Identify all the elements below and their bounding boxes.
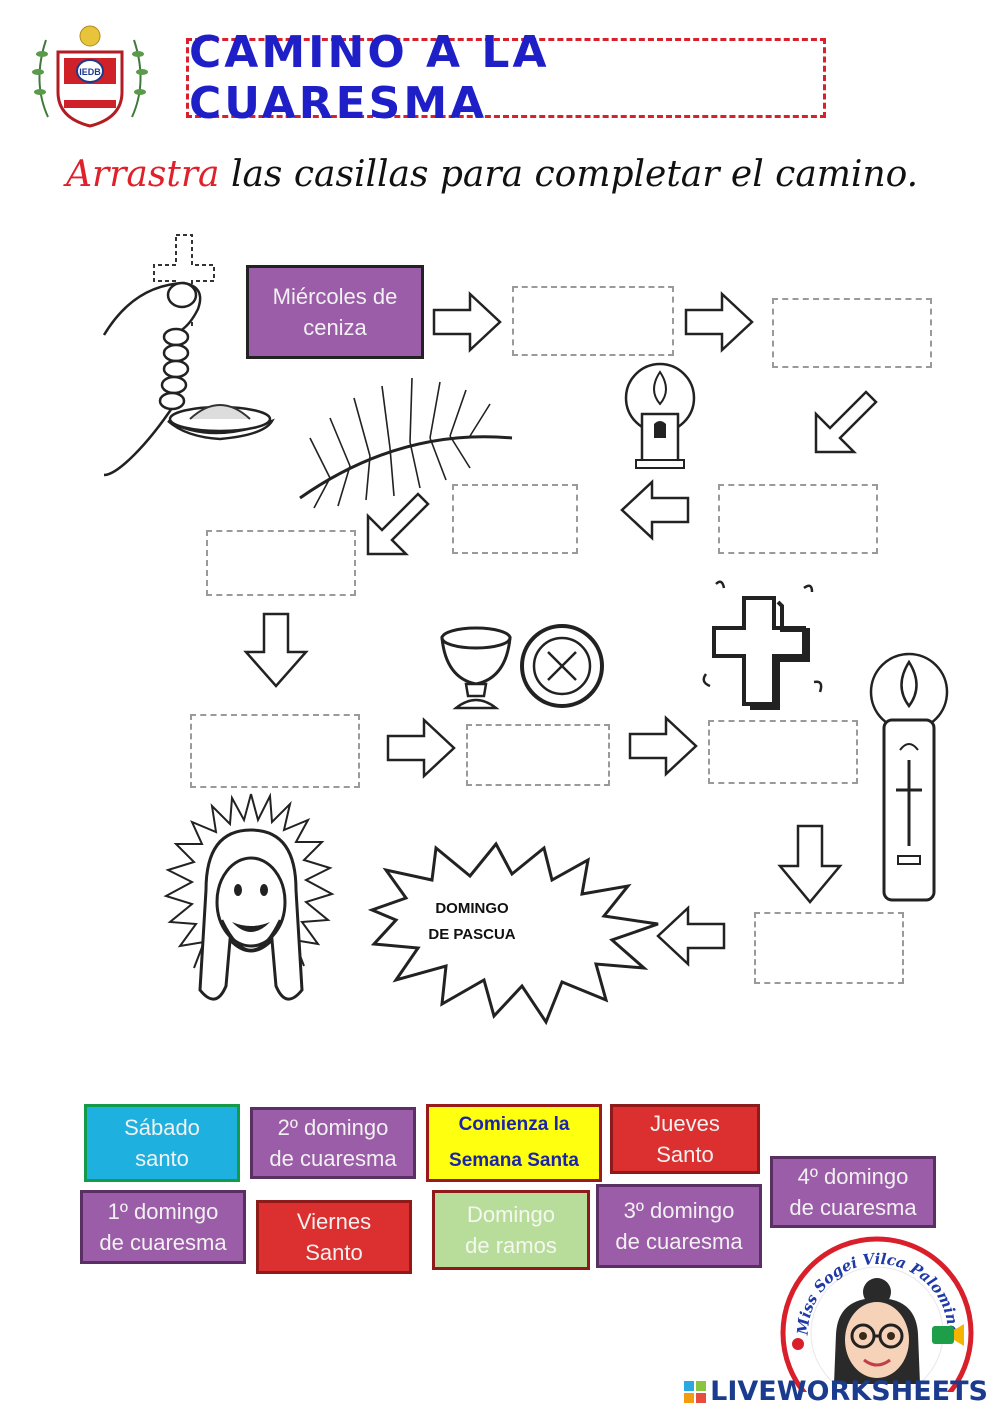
drop-slot-7[interactable] [466,724,610,786]
answer-tile-domingo-de-ramos[interactable]: Domingo de ramos [432,1190,590,1270]
answer-tile-4-domingo[interactable]: 4º domingo de cuaresma [770,1156,936,1228]
arrow-down-icon [244,612,308,688]
paschal-candle-icon [864,650,954,910]
instruction-text: las casillas para completar el camino. [220,154,919,195]
answer-tile-2-domingo[interactable]: 2º domingo de cuaresma [250,1107,416,1179]
arrow-down-icon [778,824,842,904]
teacher-badge: Miss Sogei Vilca Palomino [778,1234,976,1392]
drop-slot-6[interactable] [190,714,360,788]
drop-slot-9[interactable] [754,912,904,984]
arrow-left-icon [656,904,726,968]
liveworksheets-logo-icon [684,1381,706,1403]
chalice-host-icon [436,612,616,712]
answer-tile-jueves-santo[interactable]: Jueves Santo [610,1104,760,1174]
candle-small-icon [620,362,700,472]
answer-tile-3-domingo[interactable]: 3º domingo de cuaresma [596,1184,762,1268]
easter-sunday-label: DOMINGO DE PASCUA [422,896,522,948]
arrow-right-icon [684,290,754,354]
risen-jesus-icon [146,790,356,1030]
drop-slot-2[interactable] [772,298,932,368]
cross-icon [694,574,834,714]
liveworksheets-brand: LIVEWORKSHEETS [684,1376,988,1407]
drop-slot-1[interactable] [512,286,674,356]
drop-slot-4[interactable] [452,484,578,554]
arrow-right-icon [432,290,502,354]
arrow-left-icon [620,478,690,542]
page-title: CAMINO A LA CUARESMA [189,27,823,129]
answer-tile-sabado-santo[interactable]: Sábado santo [84,1104,240,1182]
arrow-down-left-icon [362,490,432,560]
answer-tile-viernes-santo[interactable]: Viernes Santo [256,1200,412,1274]
school-crest-logo: IEDB [28,22,152,134]
crest-text: IEDB [79,67,101,77]
arrow-right-icon [386,716,456,780]
brand-text: LIVEWORKSHEETS [710,1376,988,1407]
start-tile-ash-wednesday: Miércoles de ceniza [246,265,424,359]
arrow-down-left-icon [810,388,880,458]
drop-slot-5[interactable] [206,530,356,596]
title-box: CAMINO A LA CUARESMA [186,38,826,118]
drop-slot-3[interactable] [718,484,878,554]
instruction-highlight: Arrastra [66,154,220,195]
answer-tile-comienza-semana-santa[interactable]: Comienza la Semana Santa [426,1104,602,1182]
arrow-right-icon [628,714,698,778]
drop-slot-8[interactable] [708,720,858,784]
answer-tile-1-domingo[interactable]: 1º domingo de cuaresma [80,1190,246,1264]
instructions: Arrastra las casillas para completar el … [66,154,918,195]
